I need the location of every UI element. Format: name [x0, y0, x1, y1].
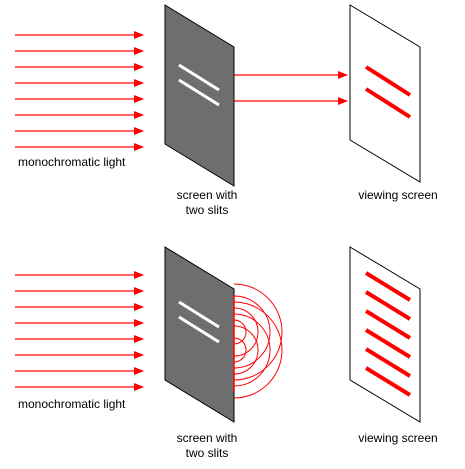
viewing-screen	[349, 4, 421, 183]
top-incident-rays	[15, 31, 144, 151]
slit	[178, 300, 220, 329]
top-panel: monochromatic light screen with two slit…	[15, 4, 438, 217]
interference-fringe	[364, 65, 412, 97]
wavefront	[234, 319, 247, 345]
wavefront	[234, 301, 283, 399]
viewing-screen-label: viewing screen	[358, 188, 437, 202]
interference-fringe	[364, 347, 412, 378]
diffraction-wavefronts	[233, 283, 283, 399]
slit-screen-label-line1: screen with	[177, 188, 238, 202]
bottom-incident-rays	[15, 271, 144, 391]
slit-screen-label-line2: two slits	[186, 446, 229, 460]
slit-screen-label-line1: screen with	[177, 431, 238, 445]
slit	[178, 78, 220, 107]
interference-fringe	[364, 290, 412, 321]
monochromatic-light-label: monochromatic light	[18, 397, 126, 411]
wavefront	[234, 325, 259, 375]
slit	[178, 315, 220, 344]
wavefront	[234, 283, 283, 381]
viewing-screen-label: viewing screen	[358, 431, 437, 445]
interference-fringe	[364, 309, 412, 340]
interference-fringe	[364, 366, 412, 397]
slit	[178, 63, 220, 92]
wavefront	[234, 307, 259, 357]
slit-screen	[164, 4, 235, 187]
wavefront	[234, 313, 271, 387]
bottom-panel: monochromatic light screen with two slit…	[15, 246, 438, 460]
interference-fringe	[364, 328, 412, 359]
wavefront	[234, 295, 271, 369]
interference-fringe	[364, 271, 412, 302]
monochromatic-light-label: monochromatic light	[18, 155, 126, 169]
slit-screen-label-line2: two slits	[186, 203, 229, 217]
interference-fringe	[364, 87, 412, 119]
wavefront	[234, 337, 247, 363]
slit-screen	[164, 246, 235, 423]
